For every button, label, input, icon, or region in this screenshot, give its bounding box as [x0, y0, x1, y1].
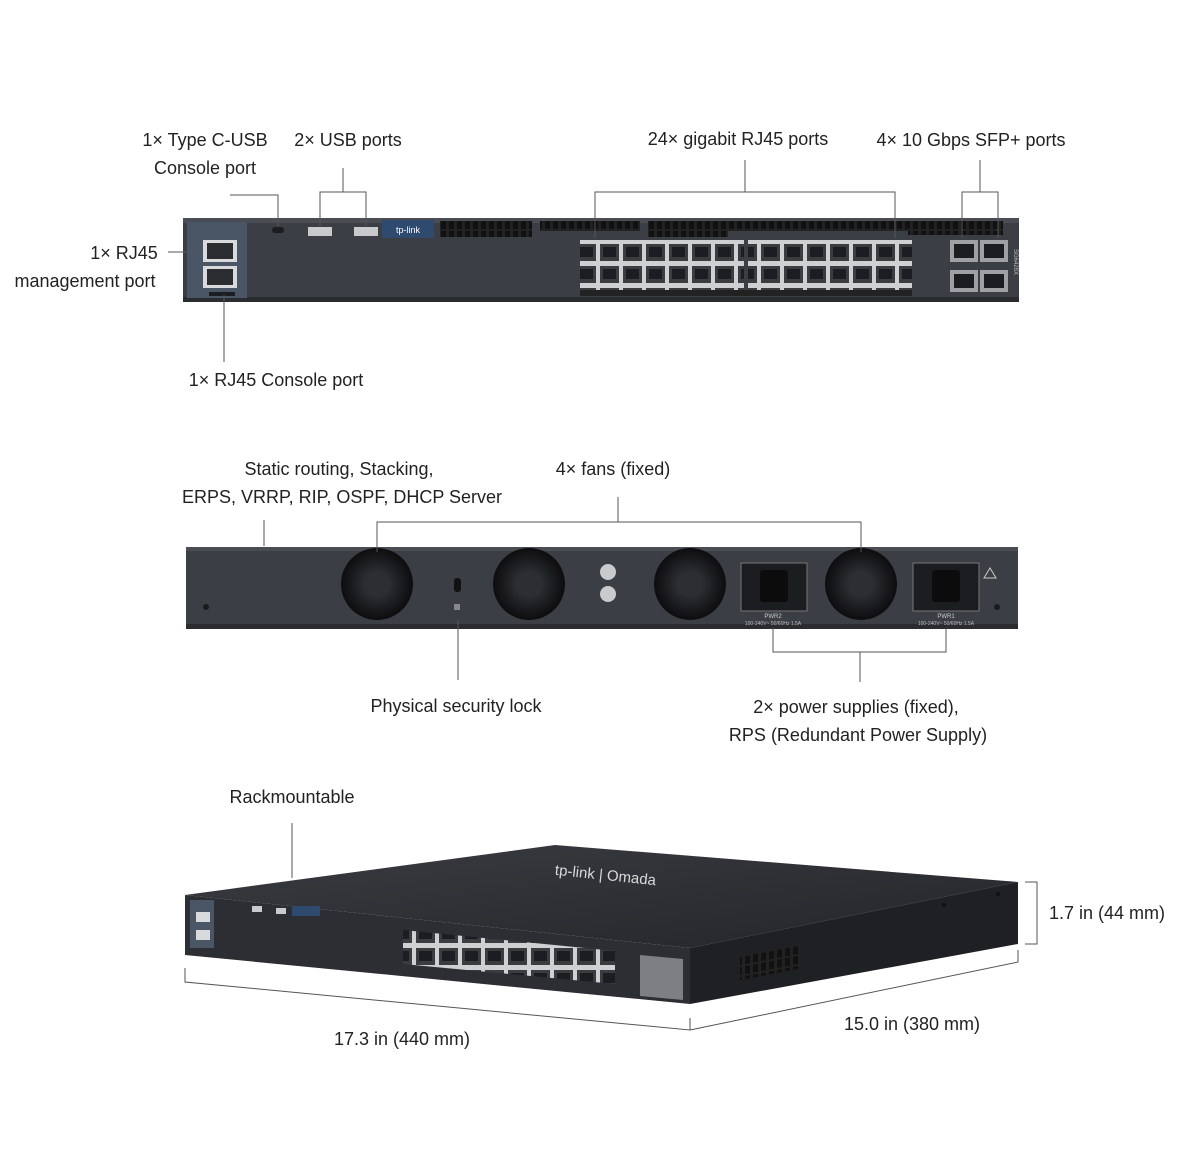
- iso-dimensions: [184, 823, 1038, 1031]
- label-psu-line1: 2× power supplies (fixed),: [753, 697, 959, 717]
- sfp-cage: [950, 240, 1008, 292]
- label-sfp-ports: 4× 10 Gbps SFP+ ports: [876, 130, 1066, 150]
- front-model-text: SG6428X: [1012, 249, 1018, 275]
- label-width: 17.3 in (440 mm): [333, 1029, 471, 1049]
- pwr2-label: PWR2: [764, 614, 782, 620]
- label-features-line2: ERPS, VRRP, RIP, OSPF, DHCP Server: [181, 487, 503, 507]
- pwr2-spec: 100-240V~ 50/60Hz 1.5A: [745, 621, 802, 627]
- fan-3: [654, 548, 726, 620]
- label-height: 1.7 in (44 mm): [1049, 903, 1166, 923]
- pwr1-spec: 100-240V~ 50/60Hz 1.5A: [918, 621, 975, 627]
- front-panel: tp-link SG6428X: [183, 218, 1019, 302]
- iso-switch: tp-link | Omada: [185, 845, 1018, 1004]
- label-rj45-console: 1× RJ45 Console port: [188, 370, 364, 390]
- label-mgmt-line1: 1× RJ45: [90, 243, 158, 263]
- label-fans: 4× fans (fixed): [555, 459, 671, 479]
- fan-2: [493, 548, 565, 620]
- label-type-c-line1: 1× Type C-USB: [142, 130, 268, 150]
- warning-icon: [983, 567, 997, 579]
- front-callouts: [168, 160, 999, 362]
- label-features-line1: Static routing, Stacking,: [244, 459, 434, 479]
- label-mgmt-line2: management port: [14, 271, 156, 291]
- rear-callouts: [263, 497, 947, 682]
- label-psu-line2: RPS (Redundant Power Supply): [728, 725, 988, 745]
- fan-4: [825, 548, 897, 620]
- rear-panel: PWR2 100-240V~ 50/60Hz 1.5A PWR1 100-240…: [186, 547, 1018, 629]
- label-lock: Physical security lock: [370, 696, 542, 716]
- power-inlet-pwr1: PWR1 100-240V~ 50/60Hz 1.5A: [912, 562, 980, 627]
- label-usb: 2× USB ports: [294, 130, 402, 150]
- power-inlet-pwr2: PWR2 100-240V~ 50/60Hz 1.5A: [740, 562, 808, 627]
- label-rj45-ports: 24× gigabit RJ45 ports: [647, 129, 829, 149]
- security-lock-slot: [454, 578, 461, 592]
- pwr1-label: PWR1: [937, 614, 955, 620]
- label-type-c-line2: Console port: [153, 158, 257, 178]
- label-rackmount: Rackmountable: [229, 787, 355, 807]
- front-logo-text: tp-link: [396, 225, 421, 235]
- label-depth: 15.0 in (380 mm): [843, 1014, 981, 1034]
- fan-1: [341, 548, 413, 620]
